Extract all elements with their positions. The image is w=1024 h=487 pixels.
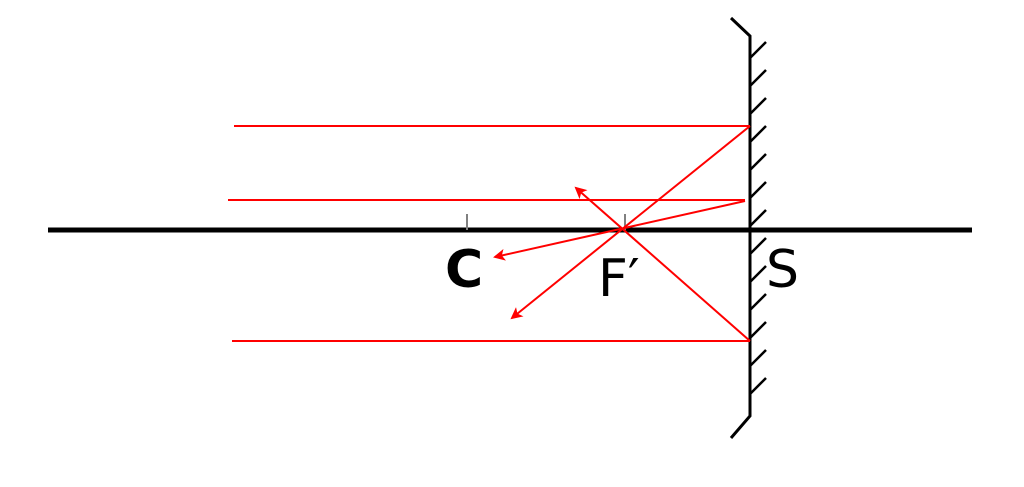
focus-label: F′	[598, 249, 640, 309]
mirror-label: S	[766, 240, 799, 300]
incident-rays	[228, 125, 750, 342]
mirror	[729, 16, 767, 439]
reflected-rays	[493, 125, 751, 342]
reflected-ray-bottom	[574, 186, 751, 342]
mirror-hatching	[749, 41, 767, 395]
reflected-ray-top	[510, 125, 751, 320]
center-label: C	[445, 240, 483, 300]
reflected-ray-middle	[493, 200, 746, 261]
